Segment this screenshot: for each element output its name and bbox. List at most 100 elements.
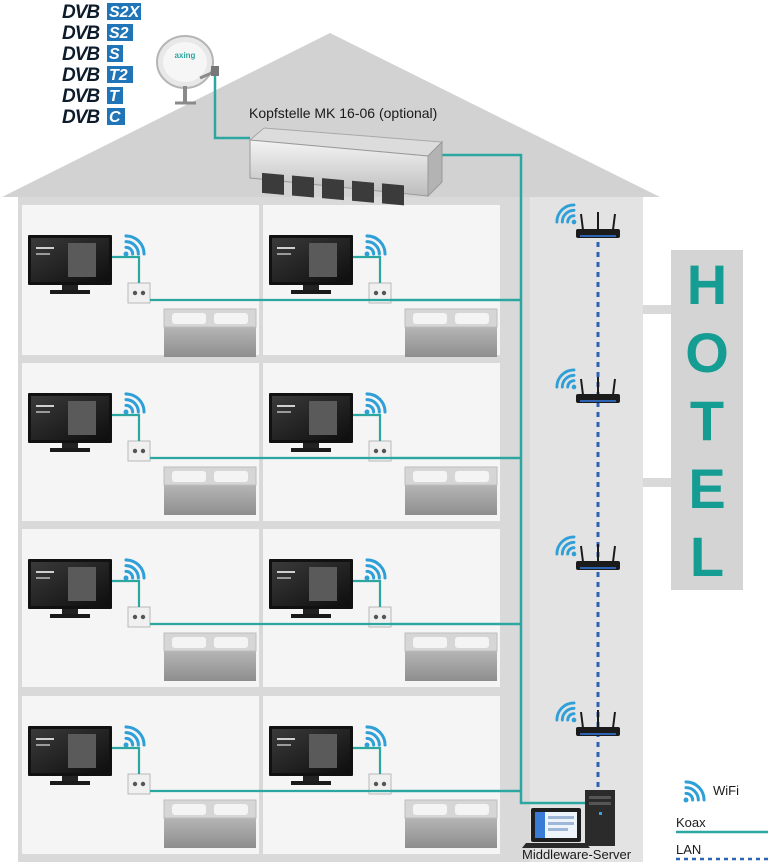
coax-trunk — [442, 153, 523, 790]
tv-neck — [62, 776, 78, 781]
coax-tv-drop — [112, 579, 141, 607]
bed-pillow — [413, 804, 447, 815]
bed-pillow — [172, 637, 206, 648]
wifi-arc — [684, 780, 706, 802]
dvb-logo-suffix: S2 — [109, 25, 129, 42]
wifi-arc — [124, 245, 135, 256]
dvb-logo-badge — [107, 87, 123, 104]
wifi-icon — [123, 725, 146, 748]
wifi-icon — [364, 392, 387, 415]
laptop-screen-line-1 — [548, 816, 574, 819]
dvb-logo-prefix: DVB — [62, 2, 100, 23]
tv-stand — [50, 448, 90, 452]
outlet-port — [140, 614, 146, 620]
wifi-dot — [123, 251, 129, 257]
server-tower — [585, 790, 615, 846]
tv-stand — [291, 614, 331, 618]
wifi-arc — [124, 736, 135, 747]
wifi-dot — [571, 551, 577, 557]
router-4 — [555, 701, 620, 736]
outlet-port — [373, 448, 379, 454]
dvb-logo-prefix: DVB — [62, 86, 100, 107]
headend-slot-4 — [352, 180, 374, 203]
outlet-port — [132, 290, 138, 296]
tv — [269, 559, 353, 618]
wifi-arc — [124, 564, 140, 580]
outlet-port — [140, 781, 146, 787]
bed-pillow — [214, 313, 248, 324]
wifi-arc — [365, 234, 387, 256]
router-3 — [555, 535, 620, 570]
wifi-arc — [566, 712, 576, 722]
router-1 — [555, 203, 620, 238]
routers — [555, 203, 620, 736]
router-antenna — [612, 545, 616, 563]
tv-stand — [50, 614, 90, 618]
bed-pillow — [214, 637, 248, 648]
coax-network — [112, 75, 585, 805]
wifi-dot — [571, 717, 577, 723]
wifi-dot — [364, 742, 370, 748]
tv-stand — [50, 781, 90, 785]
wifi-arc — [684, 786, 700, 802]
tv-neck — [62, 609, 78, 614]
bed-pillow — [413, 313, 447, 324]
wifi-arc — [124, 725, 146, 747]
router-antenna — [612, 378, 616, 396]
router-antenna — [612, 711, 616, 729]
bed-pillow — [172, 313, 206, 324]
server-bay-2 — [589, 802, 611, 805]
lnb — [211, 66, 219, 76]
outlet-port — [140, 448, 146, 454]
wifi-arc — [124, 403, 135, 414]
router-wifi-icon — [555, 535, 577, 557]
wifi-arc — [555, 535, 576, 556]
tv — [28, 235, 112, 294]
tv — [28, 726, 112, 785]
wifi-icon — [364, 725, 387, 748]
bed-pillow — [172, 804, 206, 815]
outlet-port — [381, 614, 387, 620]
wifi-arc — [365, 564, 381, 580]
wifi-arc — [555, 701, 576, 722]
server-label: Middleware-Server — [522, 847, 632, 862]
headend-slot-2 — [292, 175, 314, 198]
dvb-logo-badge — [107, 24, 133, 41]
wifi-arc — [555, 203, 576, 224]
hotel-sign — [671, 250, 743, 590]
wifi-arc — [365, 398, 381, 414]
tv — [269, 726, 353, 785]
outlet-port — [132, 781, 138, 787]
wifi-dot — [123, 742, 129, 748]
antenna-outlet — [127, 282, 151, 304]
laptop — [522, 808, 590, 848]
wifi-arc — [365, 392, 387, 414]
tv-screen-text-2 — [277, 744, 291, 746]
tv-neck — [303, 443, 319, 448]
dish-brand-label: axing — [175, 51, 196, 60]
wifi-arc — [365, 403, 376, 414]
coax-tv-drop — [353, 255, 382, 283]
router-shaft — [530, 197, 643, 862]
antenna-outlet — [127, 606, 151, 628]
wifi-dot — [364, 251, 370, 257]
router-antenna — [580, 711, 584, 729]
tv-stand — [291, 290, 331, 294]
outlet-port — [381, 448, 387, 454]
tv-screen-window — [309, 243, 337, 277]
wifi-dot — [123, 409, 129, 415]
dish-inner — [163, 42, 207, 82]
legend-wifi-label: WiFi — [713, 783, 739, 798]
legend-koax-label: Koax — [676, 815, 706, 830]
laptop-base — [522, 843, 590, 848]
bed-pillow — [413, 637, 447, 648]
router-antenna — [580, 378, 584, 396]
wifi-arc — [365, 725, 387, 747]
coax-to-server — [519, 790, 585, 805]
server-bay-1 — [589, 796, 611, 799]
wifi-arc — [365, 569, 376, 580]
tv-neck — [303, 776, 319, 781]
